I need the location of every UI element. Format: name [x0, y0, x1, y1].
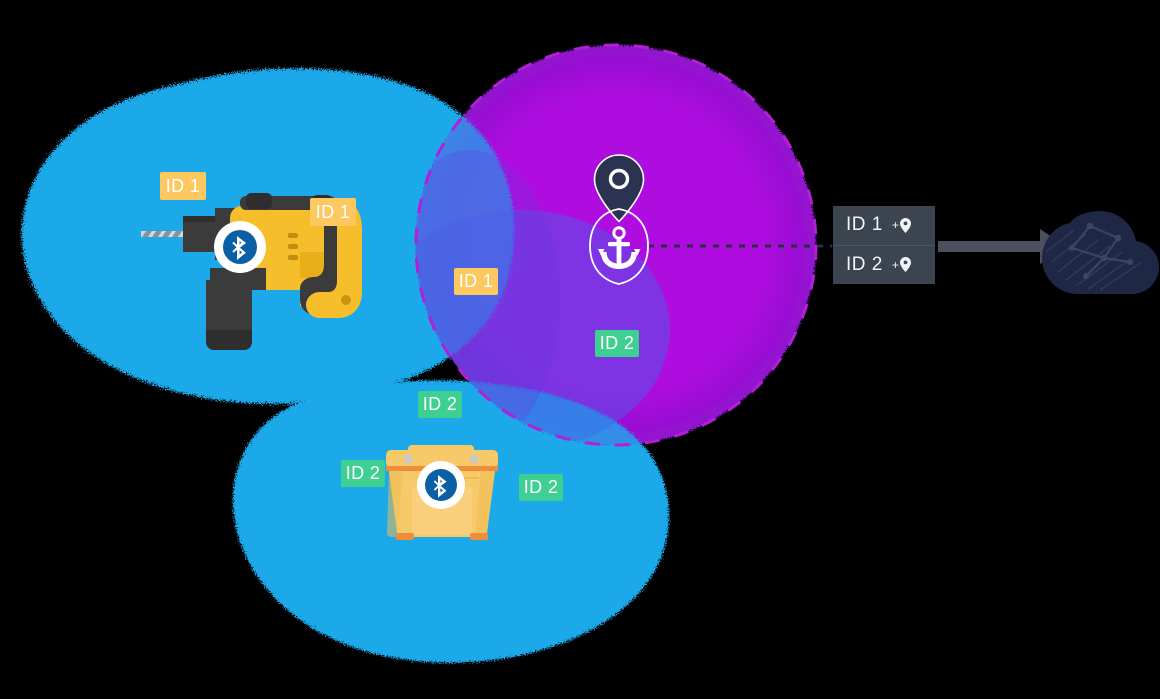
gateway-beacon — [589, 154, 649, 285]
map-pin-icon — [900, 257, 912, 273]
badge-label: ID 1 — [165, 175, 201, 196]
plus-sign: + — [891, 218, 900, 233]
badge-label: ID 2 — [599, 333, 635, 353]
reported-id-label: ID 2 — [846, 253, 883, 275]
plus-sign: + — [891, 257, 900, 272]
gateway-range-boundary — [414, 43, 818, 447]
drill-icon — [141, 193, 362, 350]
badge-id2-2[interactable]: ID 2 — [418, 391, 462, 418]
badge-label: ID 2 — [345, 463, 381, 483]
badge-label: ID 1 — [458, 271, 494, 291]
badge-label: ID 2 — [422, 394, 458, 414]
map-pin-icon — [900, 217, 912, 233]
bluetooth-badge — [417, 461, 465, 509]
toolbox-icon — [386, 445, 498, 540]
reported-id-label: ID 1 — [846, 214, 883, 236]
badge-id2-1[interactable]: ID 2 — [595, 330, 639, 357]
badge-id2-4[interactable]: ID 2 — [519, 474, 563, 501]
badge-id1-3[interactable]: ID 1 — [454, 268, 498, 295]
bluetooth-badge — [214, 221, 266, 273]
anchor-icon — [598, 226, 641, 269]
badge-id1-2[interactable]: ID 1 — [310, 198, 356, 226]
badge-id2-3[interactable]: ID 2 — [341, 460, 385, 487]
badge-label: ID 1 — [315, 201, 351, 222]
reported-id-row-2[interactable]: ID 2 + — [833, 244, 935, 285]
map-pin-icon — [593, 154, 645, 223]
badge-label: ID 2 — [523, 477, 559, 497]
reported-id-row-1[interactable]: ID 1 + — [833, 206, 935, 245]
anchor-tag — [589, 208, 649, 285]
badge-id1-1[interactable]: ID 1 — [160, 172, 206, 200]
cloud-network-icon — [1042, 211, 1159, 294]
reported-ids-panel[interactable]: ID 1 + ID 2 + — [833, 206, 935, 284]
